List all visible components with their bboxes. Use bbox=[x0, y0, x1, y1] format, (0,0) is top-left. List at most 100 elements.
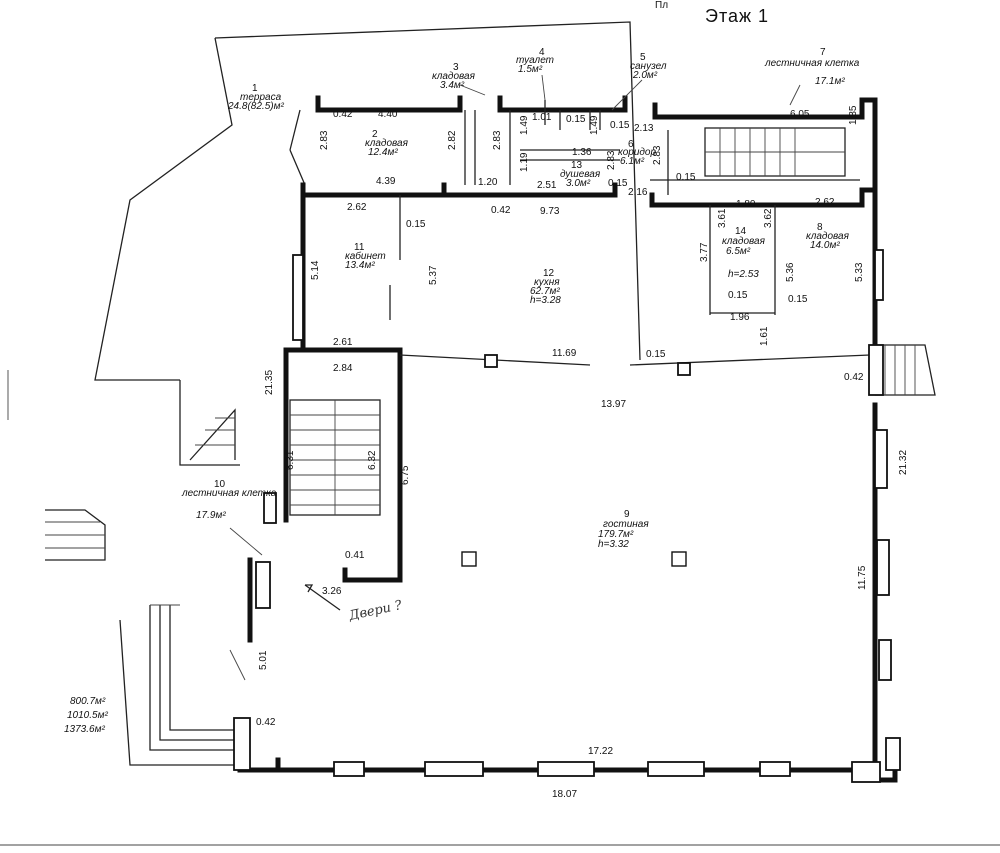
dim-label: 18.07 bbox=[552, 789, 577, 800]
room-3-num: 3 bbox=[453, 62, 459, 73]
total-area-2: 1010.5м² bbox=[67, 710, 108, 721]
dim-label: 0.15 bbox=[608, 178, 628, 189]
room-10-name: лестничная клетка bbox=[181, 488, 277, 499]
dim-label: 1.61 bbox=[759, 326, 770, 346]
room-4-name: туалет bbox=[516, 55, 554, 66]
dim-label: 3.61 bbox=[717, 208, 728, 228]
room-2-name: кладовая bbox=[365, 138, 409, 149]
dim-label: 0.15 bbox=[406, 219, 426, 230]
dim-label: 1.96 bbox=[730, 312, 750, 323]
dimension-labels: 0.42 4.40 2.83 2.82 2.83 1.49 1.01 0.15 … bbox=[256, 105, 909, 800]
handwritten-note-text: Двери ? bbox=[347, 598, 405, 624]
dim-label: 2.61 bbox=[333, 337, 353, 348]
room-4-area: 1.5м² bbox=[518, 64, 543, 75]
dim-label: 1.35 bbox=[848, 105, 859, 125]
dim-label: 17.22 bbox=[588, 746, 613, 757]
room-7-name: лестничная клетка bbox=[764, 58, 860, 69]
room-1-num: 1 bbox=[252, 83, 258, 94]
dim-label: 5.37 bbox=[428, 265, 439, 285]
dim-label: 5.36 bbox=[785, 262, 796, 282]
dim-label: 0.15 bbox=[728, 290, 748, 301]
floor-title: Этаж 1 bbox=[705, 6, 769, 26]
leader-lines bbox=[229, 74, 801, 681]
dim-label: 3.62 bbox=[763, 208, 774, 228]
dim-label: 1.20 bbox=[478, 177, 498, 188]
dim-label: 11.69 bbox=[552, 348, 577, 359]
room-labels: 1 терраса 24.8(82.5)м² 2 кладовая 12.4м²… bbox=[181, 47, 860, 550]
stairs-right bbox=[704, 127, 846, 177]
dim-label: 1.49 bbox=[589, 115, 600, 135]
dim-label: 2.84 bbox=[333, 363, 353, 374]
room-8-area: 14.0м² bbox=[810, 240, 840, 251]
dim-label: 21.35 bbox=[264, 370, 275, 395]
dim-label: 0.42 bbox=[256, 717, 276, 728]
dim-label: 2.51 bbox=[537, 180, 557, 191]
columns bbox=[461, 551, 687, 567]
dim-label: 0.15 bbox=[610, 120, 630, 131]
dim-label: 2.82 bbox=[447, 130, 458, 150]
room-13-name: душевая bbox=[560, 169, 601, 180]
stairs-left bbox=[289, 399, 381, 516]
room-6-area: 6.1м² bbox=[620, 156, 645, 167]
dim-label: 1.19 bbox=[519, 152, 530, 172]
dim-label: 4.39 bbox=[376, 176, 396, 187]
dim-label: 6.05 bbox=[790, 109, 810, 120]
dim-label: 1.01 bbox=[532, 112, 552, 123]
exterior-walls bbox=[237, 95, 898, 783]
dim-label: 0.15 bbox=[566, 114, 586, 125]
room-9-height: h=3.32 bbox=[598, 539, 629, 550]
dim-label: 2.16 bbox=[628, 187, 648, 198]
room-11-num: 11 bbox=[354, 242, 365, 253]
dim-label: 2.83 bbox=[652, 145, 663, 165]
room-1-area: 24.8(82.5)м² bbox=[227, 101, 284, 112]
dim-label: 2.62 bbox=[815, 197, 835, 208]
room-14-num: 14 bbox=[735, 226, 747, 237]
room-5-area: 2.0м² bbox=[632, 70, 658, 81]
terrace-outline bbox=[94, 21, 641, 466]
room-2-area: 12.4м² bbox=[368, 147, 398, 158]
total-area-3: 1373.6м² bbox=[64, 724, 105, 735]
dim-label: 0.15 bbox=[788, 294, 808, 305]
dim-label: 0.41 bbox=[345, 550, 365, 561]
dim-label: 9.73 bbox=[540, 206, 560, 217]
room-14-height: h=2.53 bbox=[728, 269, 759, 280]
room-14-area: 6.5м² bbox=[726, 246, 751, 257]
room-6-name: коридор bbox=[618, 147, 656, 158]
room-8-num: 8 bbox=[817, 222, 823, 233]
dim-label: 6.32 bbox=[367, 450, 378, 470]
room-10-num: 10 bbox=[214, 479, 226, 490]
room-12-name: кухня bbox=[534, 277, 560, 288]
room-13-area: 3.0м² bbox=[566, 178, 591, 189]
dim-label: 4.40 bbox=[378, 109, 398, 120]
room-3-name: кладовая bbox=[432, 71, 476, 82]
dim-label: 21.32 bbox=[898, 450, 909, 475]
corner-text: Пл bbox=[655, 0, 668, 11]
room-2-num: 2 bbox=[372, 129, 378, 140]
dim-label: 5.14 bbox=[310, 260, 321, 280]
dim-label: 3.77 bbox=[699, 242, 710, 262]
room-8-name: кладовая bbox=[806, 231, 850, 242]
dim-label: 1.49 bbox=[519, 115, 530, 135]
room-11-area: 13.4м² bbox=[345, 260, 375, 271]
dim-label: 2.13 bbox=[634, 123, 654, 134]
dim-label: 11.75 bbox=[857, 565, 868, 590]
dim-label: 0.15 bbox=[676, 172, 696, 183]
dim-label: 2.83 bbox=[606, 150, 617, 170]
room-7-area: 17.1м² bbox=[815, 76, 845, 87]
room-5-num: 5 bbox=[640, 52, 646, 63]
dim-label: 5.01 bbox=[258, 650, 269, 670]
room-14-name: кладовая bbox=[722, 236, 766, 247]
interior-partitions bbox=[389, 100, 871, 366]
room-11-name: кабинет bbox=[345, 250, 386, 262]
room-10-area: 17.9м² bbox=[196, 510, 226, 521]
dim-label: 1.36 bbox=[572, 147, 592, 158]
room-12-num: 12 bbox=[543, 268, 555, 279]
room-5-name: санузел bbox=[630, 61, 667, 72]
total-area-1: 800.7м² bbox=[70, 696, 106, 707]
dim-label: 6.75 bbox=[400, 465, 411, 485]
exterior-steps bbox=[45, 344, 936, 766]
dim-label: 3.26 bbox=[322, 586, 342, 597]
area-totals: 800.7м² 1010.5м² 1373.6м² bbox=[64, 696, 108, 735]
room-9-num: 9 bbox=[624, 509, 630, 520]
